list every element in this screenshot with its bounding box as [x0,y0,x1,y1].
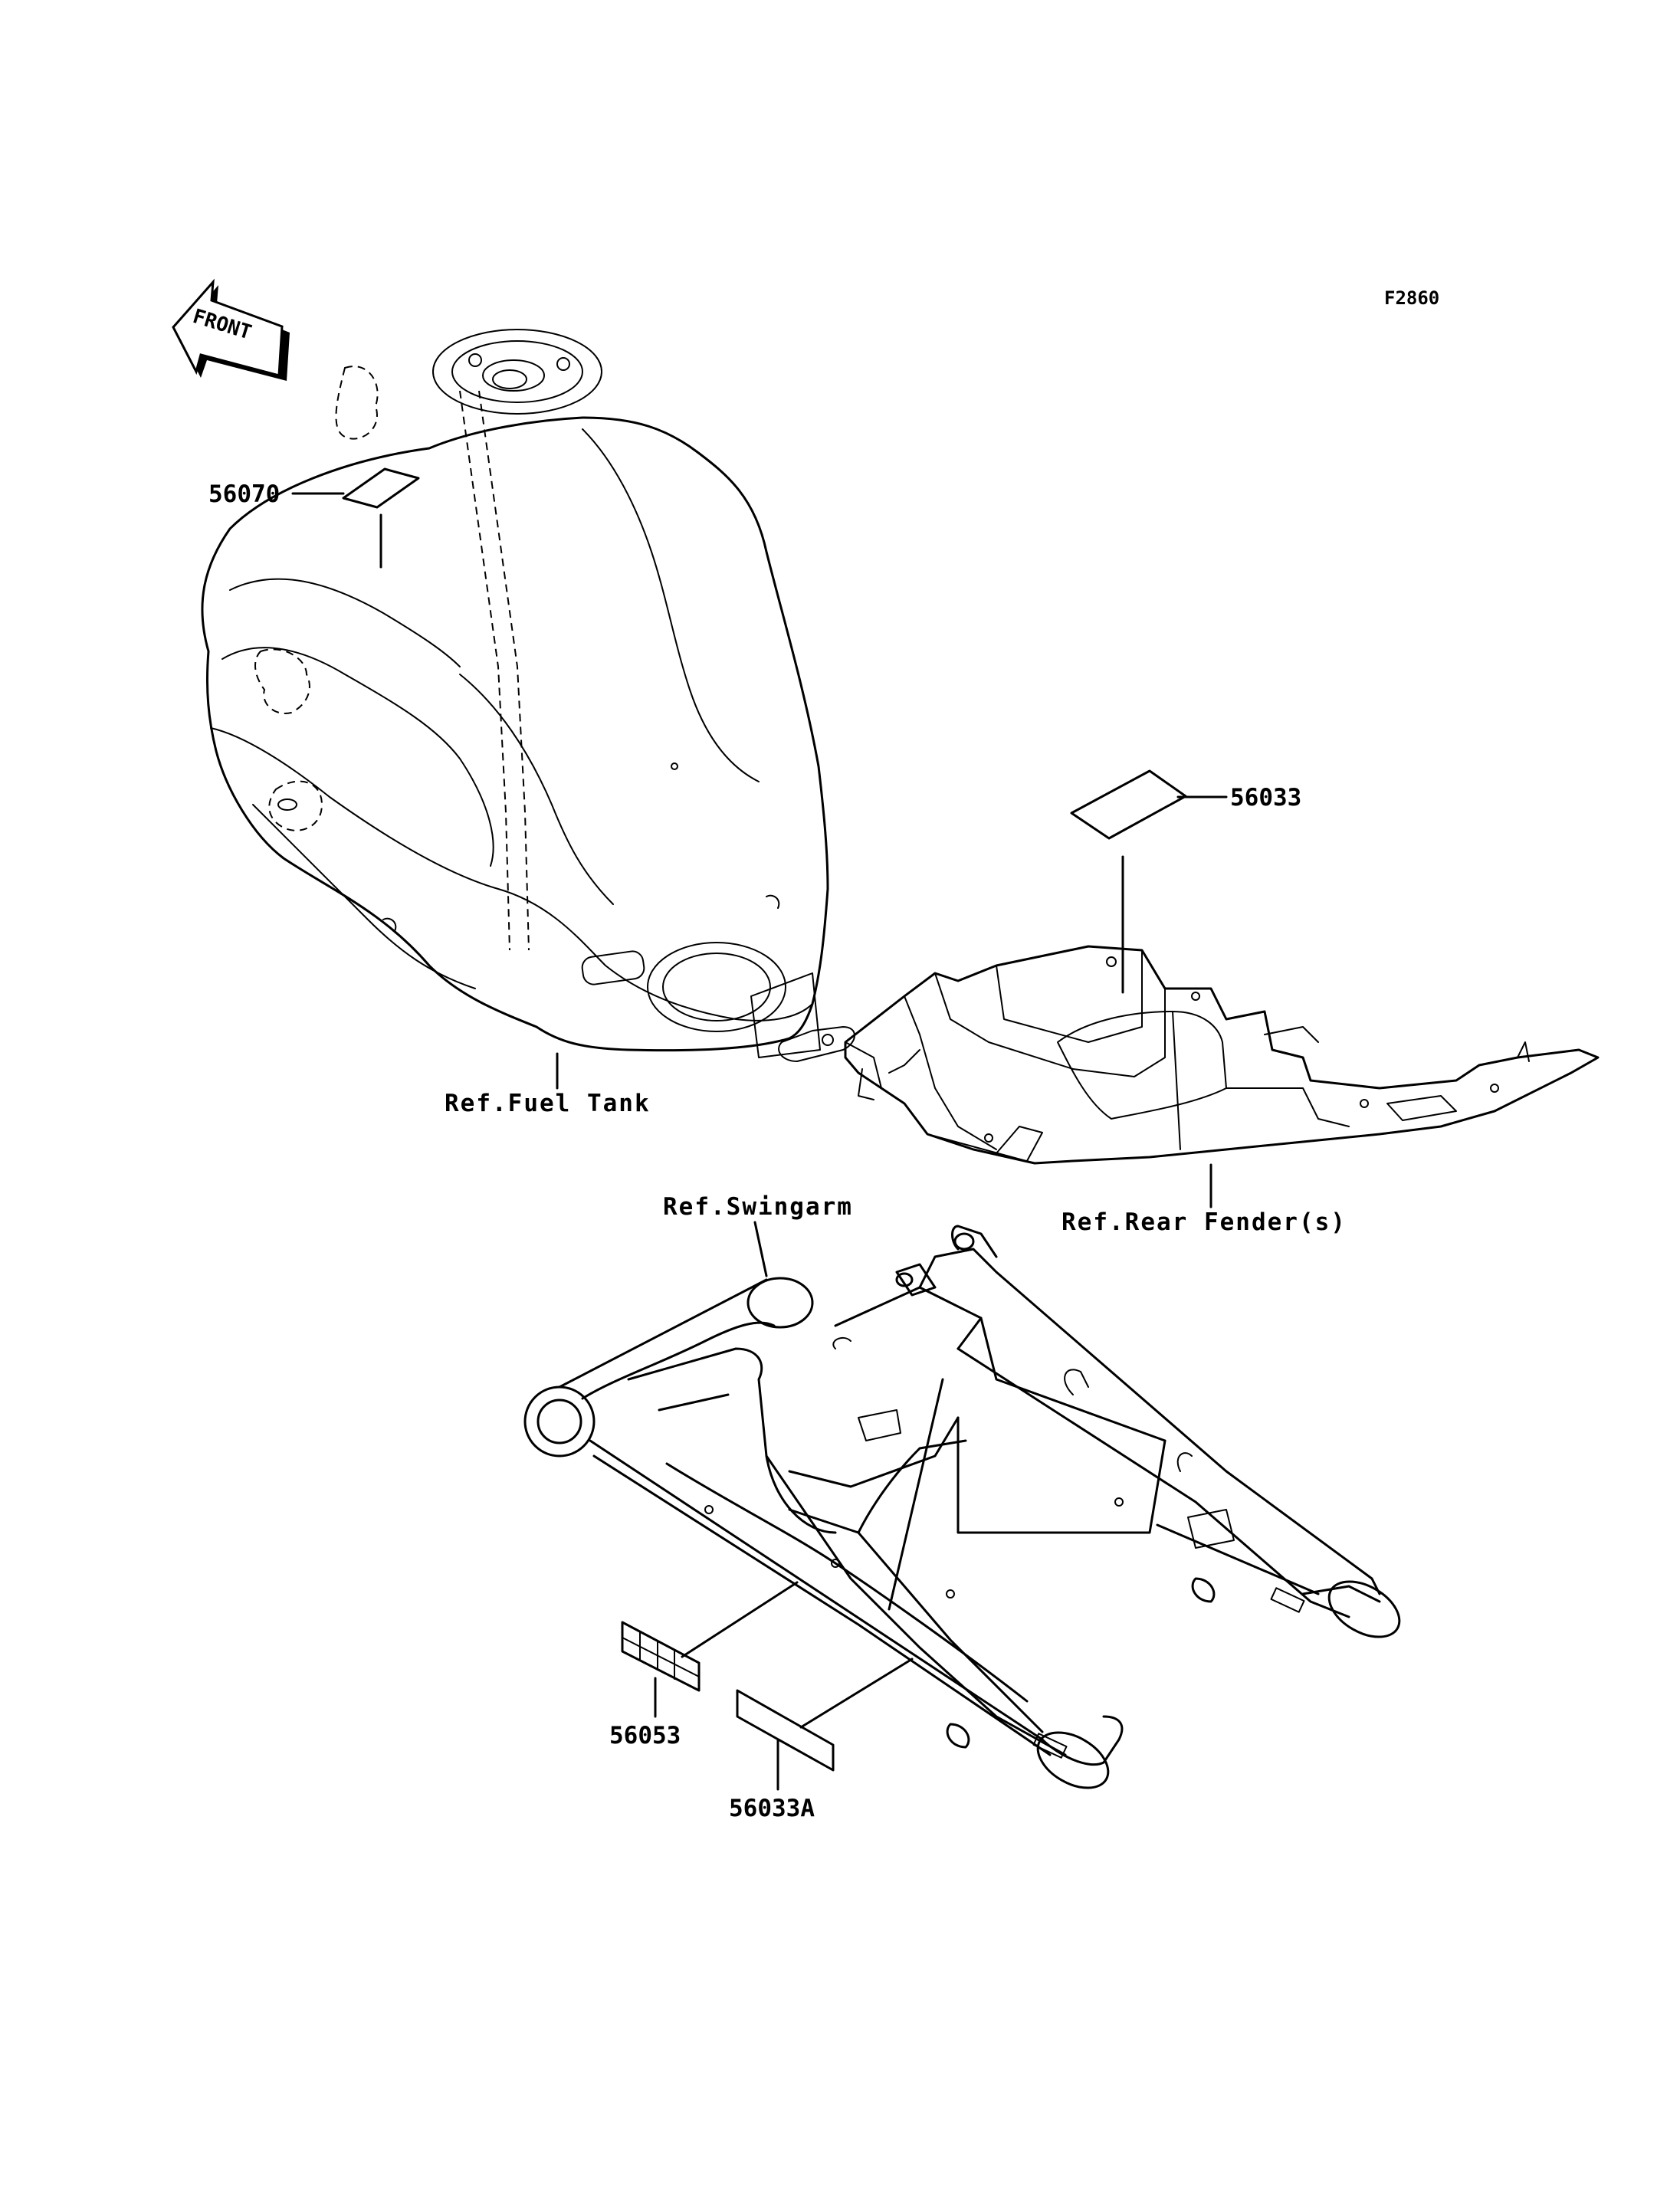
label-56033A: 56033A [729,1658,914,1822]
ref-fuel-tank: Ref.Fuel Tank [445,1090,651,1117]
rear-fender-drawing [844,945,1600,1165]
part-56053-number: 56053 [609,1722,681,1749]
part-56033-number: 56033 [1230,784,1301,812]
figure-code: F2860 [1384,287,1439,309]
label-56033: 56033 [1070,769,1301,994]
label-56070: 56070 [208,467,420,569]
part-56070-number: 56070 [208,480,280,508]
fuel-tank-drawing [201,329,855,1062]
ref-swingarm: Ref.Swingarm [663,1193,853,1221]
ref-rear-fender: Ref.Rear Fender(s) [1061,1208,1347,1236]
front-arrow-icon: FRONT [172,278,290,381]
swingarm-drawing [523,1225,1401,1789]
label-56053: 56053 [609,1581,799,1749]
part-56033A-number: 56033A [729,1795,815,1822]
